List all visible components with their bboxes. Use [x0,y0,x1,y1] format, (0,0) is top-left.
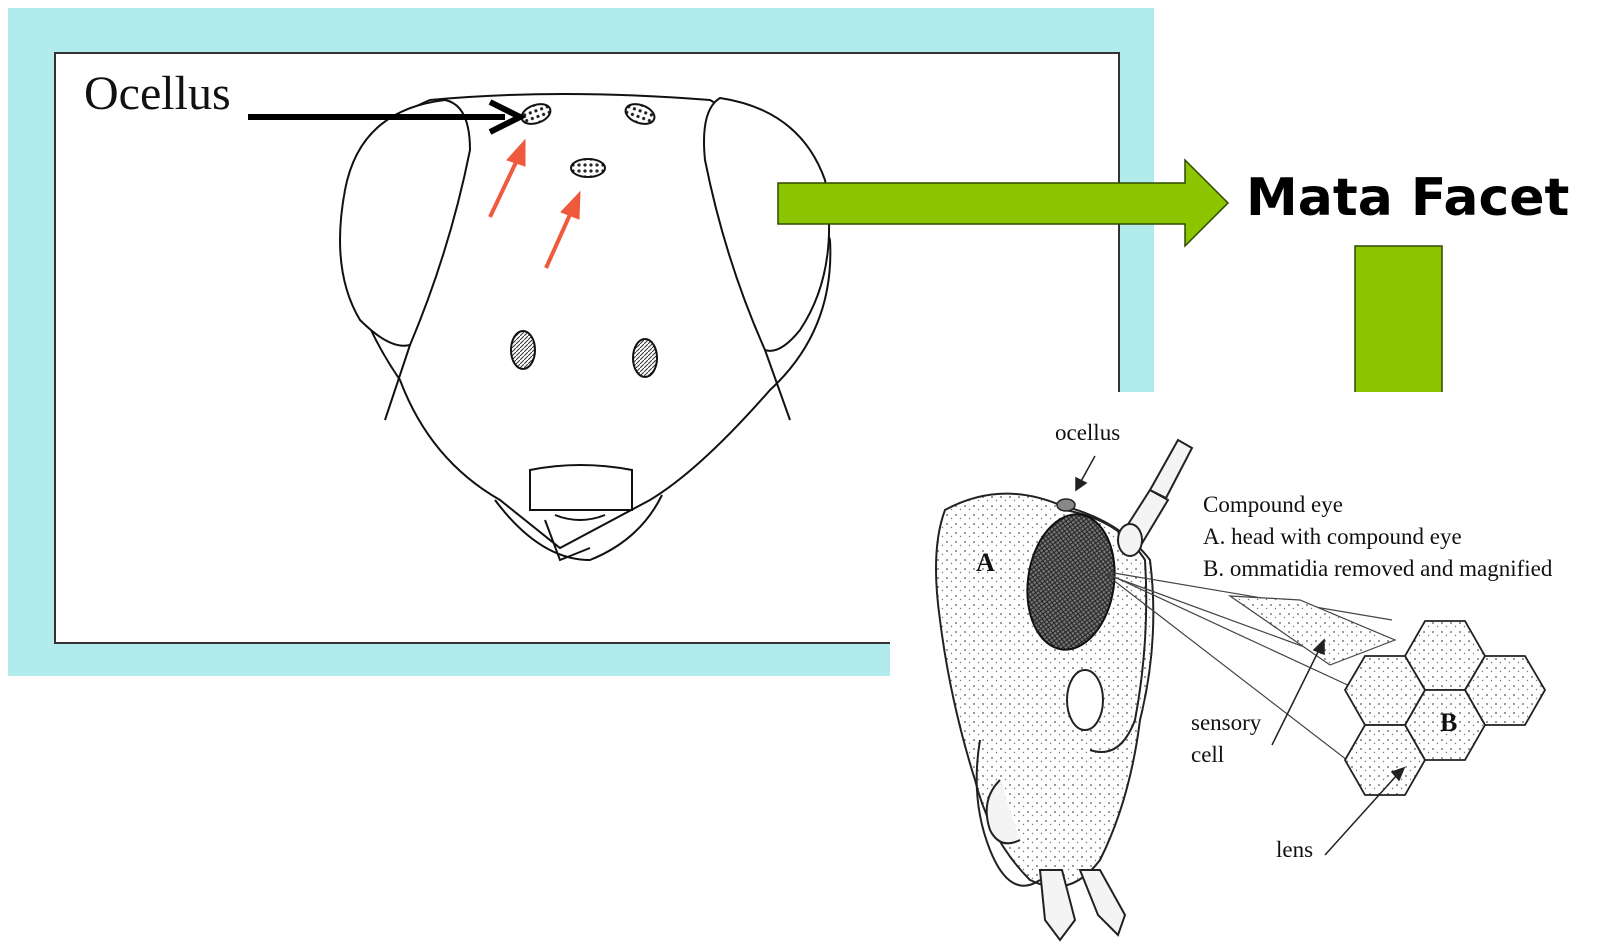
sensory-label: sensory [1191,710,1261,736]
mata-facet-label: Mata Facet [1246,168,1569,228]
ocellus-small-label: ocellus [1055,420,1120,446]
compound-eye-caption-a: A. head with compound eye [1203,524,1462,550]
compound-eye-caption-b: B. ommatidia removed and magnified [1203,556,1552,582]
cell-label: cell [1191,742,1224,768]
compound-eye-title: Compound eye [1203,492,1343,518]
ocellus-label: Ocellus [84,66,231,121]
ocellus-bump [1057,499,1075,511]
marker-a: A [976,548,995,578]
antenna [1118,440,1192,556]
marker-b: B [1440,708,1457,738]
lens-label: lens [1276,837,1313,863]
